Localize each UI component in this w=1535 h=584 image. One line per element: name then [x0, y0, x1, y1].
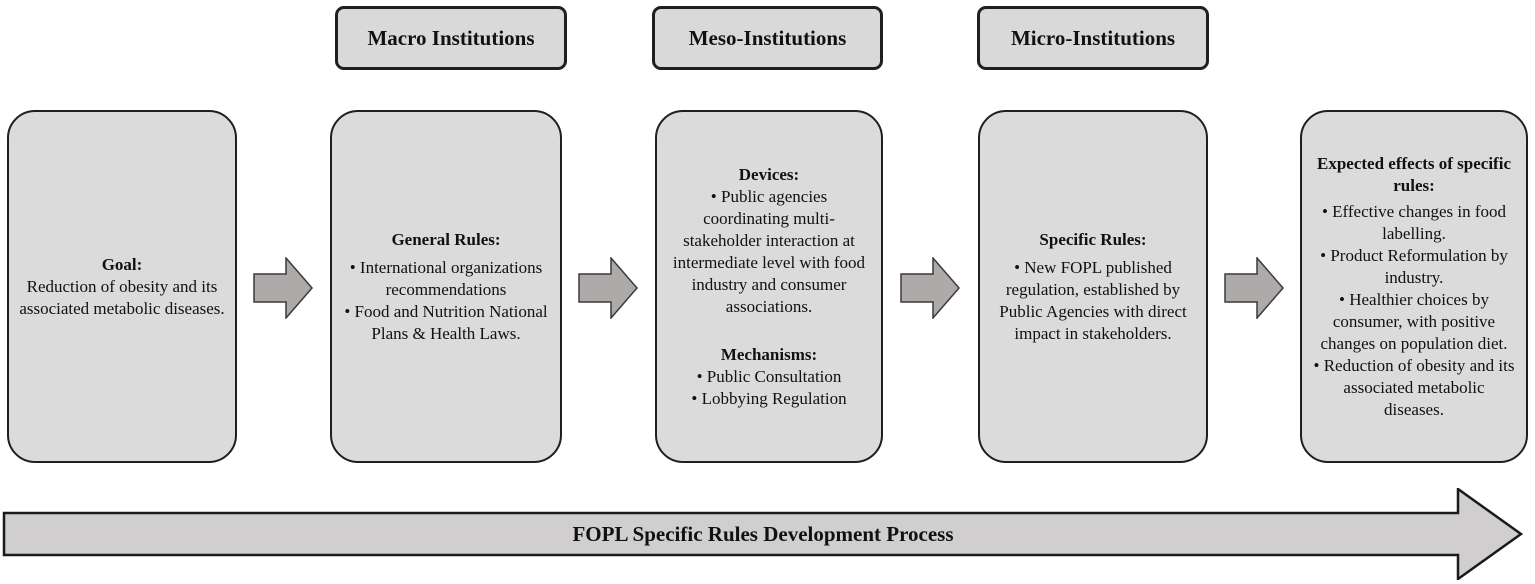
- bullet-item: Reduction of obesity and its associated …: [1312, 355, 1516, 421]
- bullet-item: Healthier choices by consumer, with posi…: [1312, 289, 1516, 355]
- box-goal: Goal: Reduction of obesity and its assoc…: [7, 110, 237, 463]
- bullet-item: Product Reformulation by industry.: [1312, 245, 1516, 289]
- bullet-item: Effective changes in food labelling.: [1312, 201, 1516, 245]
- box-specific-rules-heading: Specific Rules:: [1039, 229, 1147, 249]
- stage-header-micro-institutions: Micro-Institutions: [977, 6, 1209, 70]
- right-arrow-icon: [578, 257, 638, 319]
- stage-header-label: Micro-Institutions: [1010, 25, 1176, 50]
- box-devices-heading: Devices:: [738, 164, 800, 184]
- box-general-rules-heading: General Rules:: [391, 229, 501, 249]
- bullet-item: International organizations recommendati…: [342, 257, 550, 301]
- box-mechanisms-heading: Mechanisms:: [720, 344, 818, 364]
- process-arrow-icon: [2, 488, 1524, 580]
- box-goal-body: Reduction of obesity and its associated …: [19, 276, 225, 318]
- right-arrow-icon: [253, 257, 313, 319]
- box-expected-effects: Expected effects of specific rules: Effe…: [1300, 110, 1528, 463]
- box-goal-heading: Goal:: [101, 254, 143, 274]
- bullet-item: Food and Nutrition National Plans & Heal…: [342, 301, 550, 345]
- right-arrow-icon: [1224, 257, 1284, 319]
- bullet-item: Public agencies coordinating multi-stake…: [667, 186, 871, 318]
- box-general-rules: General Rules: International organizatio…: [330, 110, 562, 463]
- stage-header-label: Macro Institutions: [367, 25, 535, 50]
- right-arrow-icon: [900, 257, 960, 319]
- box-expected-effects-heading: Expected effects of specific rules:: [1316, 153, 1511, 195]
- bullet-item: Lobbying Regulation: [691, 388, 847, 410]
- box-specific-rules: Specific Rules: New FOPL published regul…: [978, 110, 1208, 463]
- stage-header-macro-institutions: Macro Institutions: [335, 6, 567, 70]
- stage-header-label: Meso-Institutions: [688, 25, 847, 50]
- bullet-item: Public Consultation: [697, 366, 842, 388]
- bullet-item: New FOPL published regulation, establish…: [990, 257, 1196, 345]
- stage-header-meso-institutions: Meso-Institutions: [652, 6, 883, 70]
- box-devices-mechanisms: Devices: Public agencies coordinating mu…: [655, 110, 883, 463]
